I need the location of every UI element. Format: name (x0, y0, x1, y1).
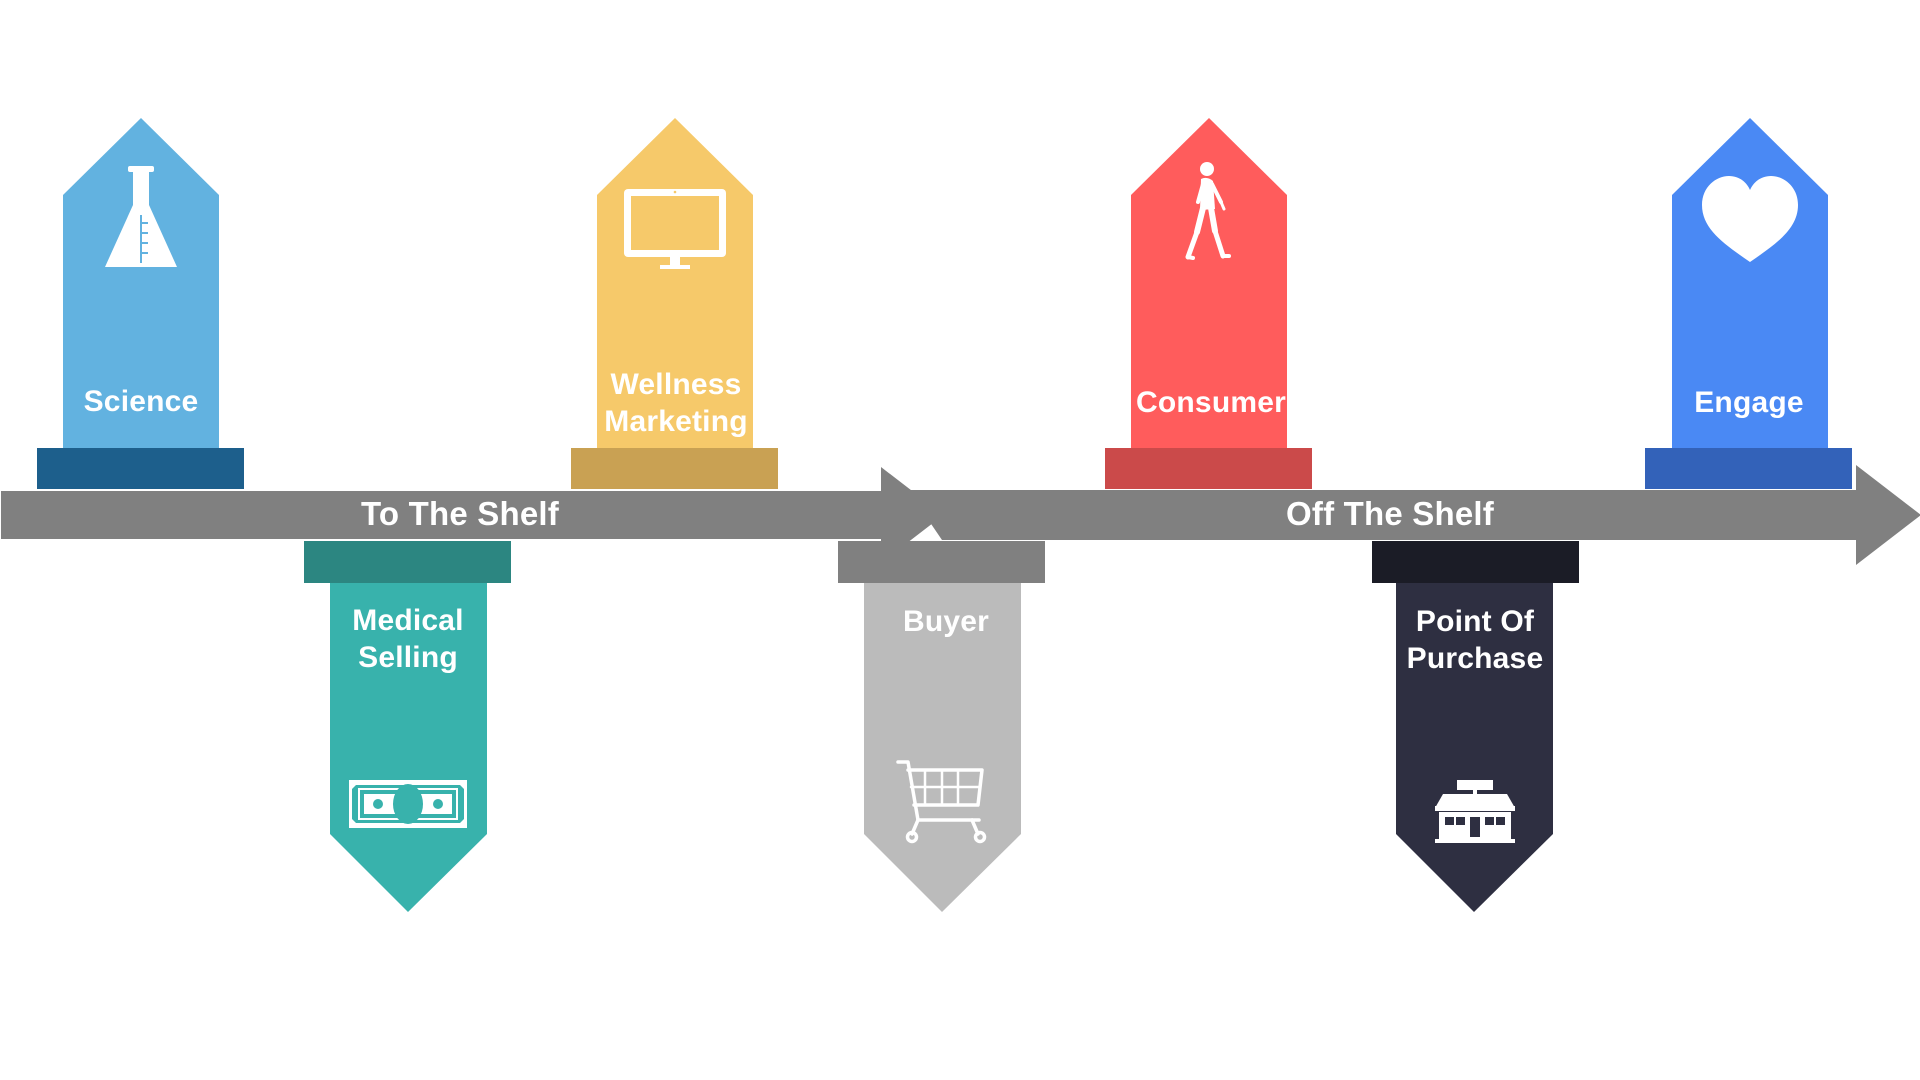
flask-icon (105, 166, 177, 267)
walking-woman-icon (1185, 162, 1231, 260)
wellness-marketing-label: Wellness Marketing (604, 368, 748, 438)
money-bill-icon (349, 780, 467, 828)
medical-pointer (330, 583, 487, 912)
consumer-base (1105, 448, 1312, 489)
to-the-shelf-arrow (0, 462, 947, 568)
stage-wellness (571, 118, 778, 489)
buyer-base (838, 541, 1045, 583)
shopping-cart-icon (896, 760, 987, 844)
engage-label: Engage (1694, 386, 1804, 419)
heart-icon (1702, 176, 1798, 262)
to-the-shelf-label: To The Shelf (361, 495, 559, 532)
purchase-base (1372, 541, 1579, 583)
science-label: Science (83, 385, 199, 418)
buyer-label: Buyer (902, 605, 990, 638)
wellness-base (571, 448, 778, 489)
point-of-purchase-label: Point Of Purchase (1406, 605, 1544, 675)
consumer-pointer (1131, 118, 1287, 448)
consumer-label: Consumer (1136, 386, 1286, 419)
monitor-icon (624, 189, 726, 269)
engage-base (1645, 448, 1852, 489)
stage-purchase (1372, 541, 1579, 912)
medical-selling-label: Medical Selling (352, 604, 464, 674)
medical-base (304, 541, 511, 583)
science-base (37, 448, 244, 489)
storefront-icon (1435, 780, 1515, 843)
stage-consumer (1105, 118, 1312, 489)
stage-engage (1645, 118, 1852, 489)
purchase-pointer (1396, 583, 1553, 912)
stage-medical (304, 541, 511, 912)
buyer-pointer (864, 583, 1021, 912)
off-the-shelf-arrow (908, 465, 1920, 565)
stage-science (37, 118, 244, 489)
science-pointer (63, 118, 219, 448)
stage-buyer (838, 541, 1045, 912)
off-the-shelf-label: Off The Shelf (1286, 495, 1494, 532)
